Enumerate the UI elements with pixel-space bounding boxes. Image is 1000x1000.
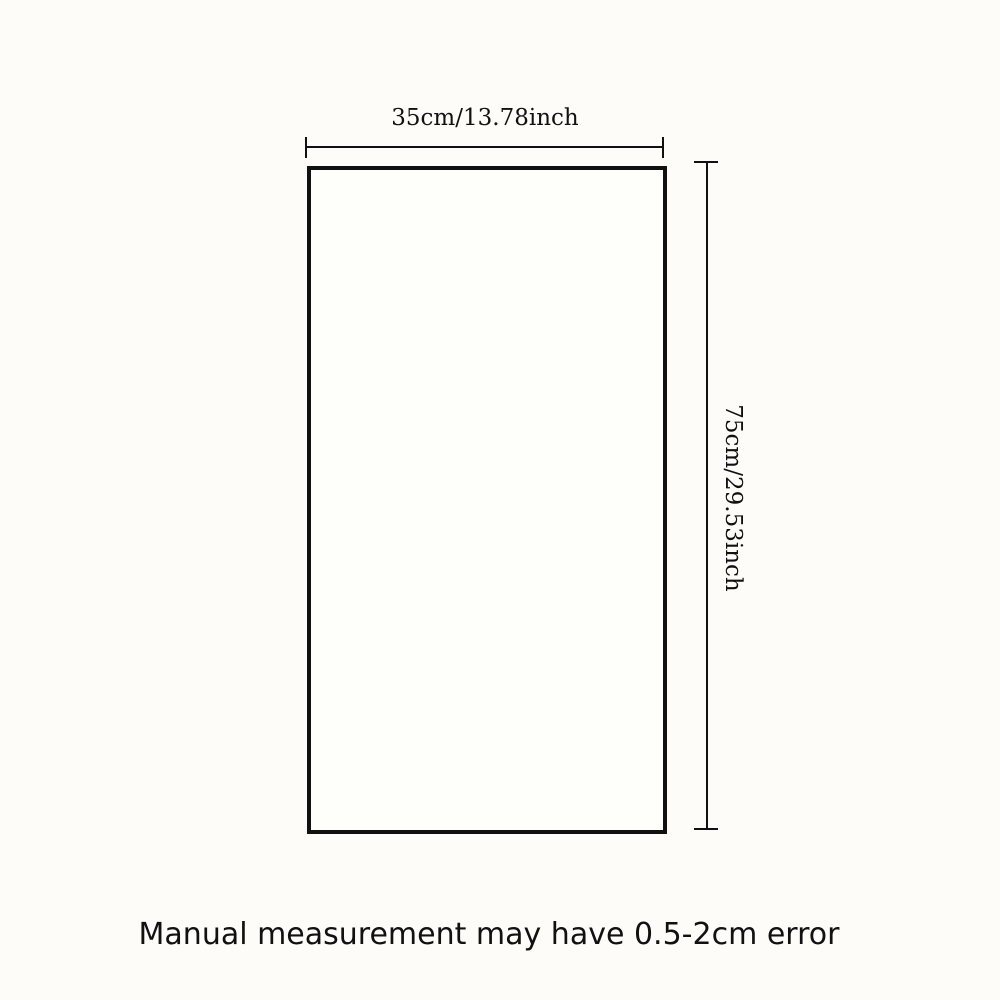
width-dimension-label: 35cm/13.78inch bbox=[391, 105, 579, 131]
width-dimension-line bbox=[306, 146, 664, 148]
product-outline-rectangle bbox=[307, 166, 667, 834]
height-dimension-line bbox=[706, 162, 708, 830]
width-dimension-tick-right bbox=[662, 137, 664, 158]
height-dimension-tick-bottom bbox=[694, 828, 718, 830]
measurement-error-note: Manual measurement may have 0.5-2cm erro… bbox=[138, 917, 840, 952]
height-dimension-label: 75cm/29.53inch bbox=[720, 404, 746, 592]
